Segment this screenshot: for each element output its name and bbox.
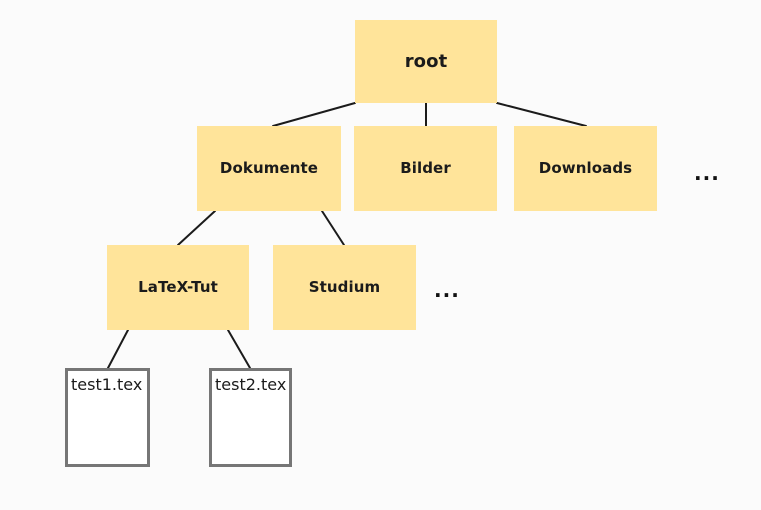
ellipsis-level2: ... [694,161,720,185]
node-test2-tex[interactable]: test2.tex [209,368,292,467]
node-studium[interactable]: Studium [273,245,416,330]
node-dokumente-label: Dokumente [219,159,319,177]
node-bilder-label: Bilder [400,159,451,177]
node-root[interactable]: root [355,20,497,103]
edge-dokumente-studium [321,210,345,246]
edge-root-dokumente [272,102,356,127]
node-dokumente[interactable]: Dokumente [197,126,341,211]
edge-root-downloads [496,102,587,127]
node-latex-tut[interactable]: LaTeX-Tut [107,245,249,330]
node-downloads-label: Downloads [538,159,633,177]
node-latex-tut-label: LaTeX-Tut [138,278,218,296]
edge-latextut-test2 [227,329,251,369]
ellipsis-level3: ... [434,278,460,302]
node-studium-label: Studium [308,278,381,296]
edge-latextut-test1 [107,329,129,369]
node-downloads[interactable]: Downloads [514,126,657,211]
node-test2-tex-label: test2.tex [215,375,287,394]
edge-dokumente-latextut [177,210,216,246]
node-root-label: root [404,50,448,72]
node-bilder[interactable]: Bilder [354,126,497,211]
node-test1-tex-label: test1.tex [71,375,143,394]
node-test1-tex[interactable]: test1.tex [65,368,150,467]
